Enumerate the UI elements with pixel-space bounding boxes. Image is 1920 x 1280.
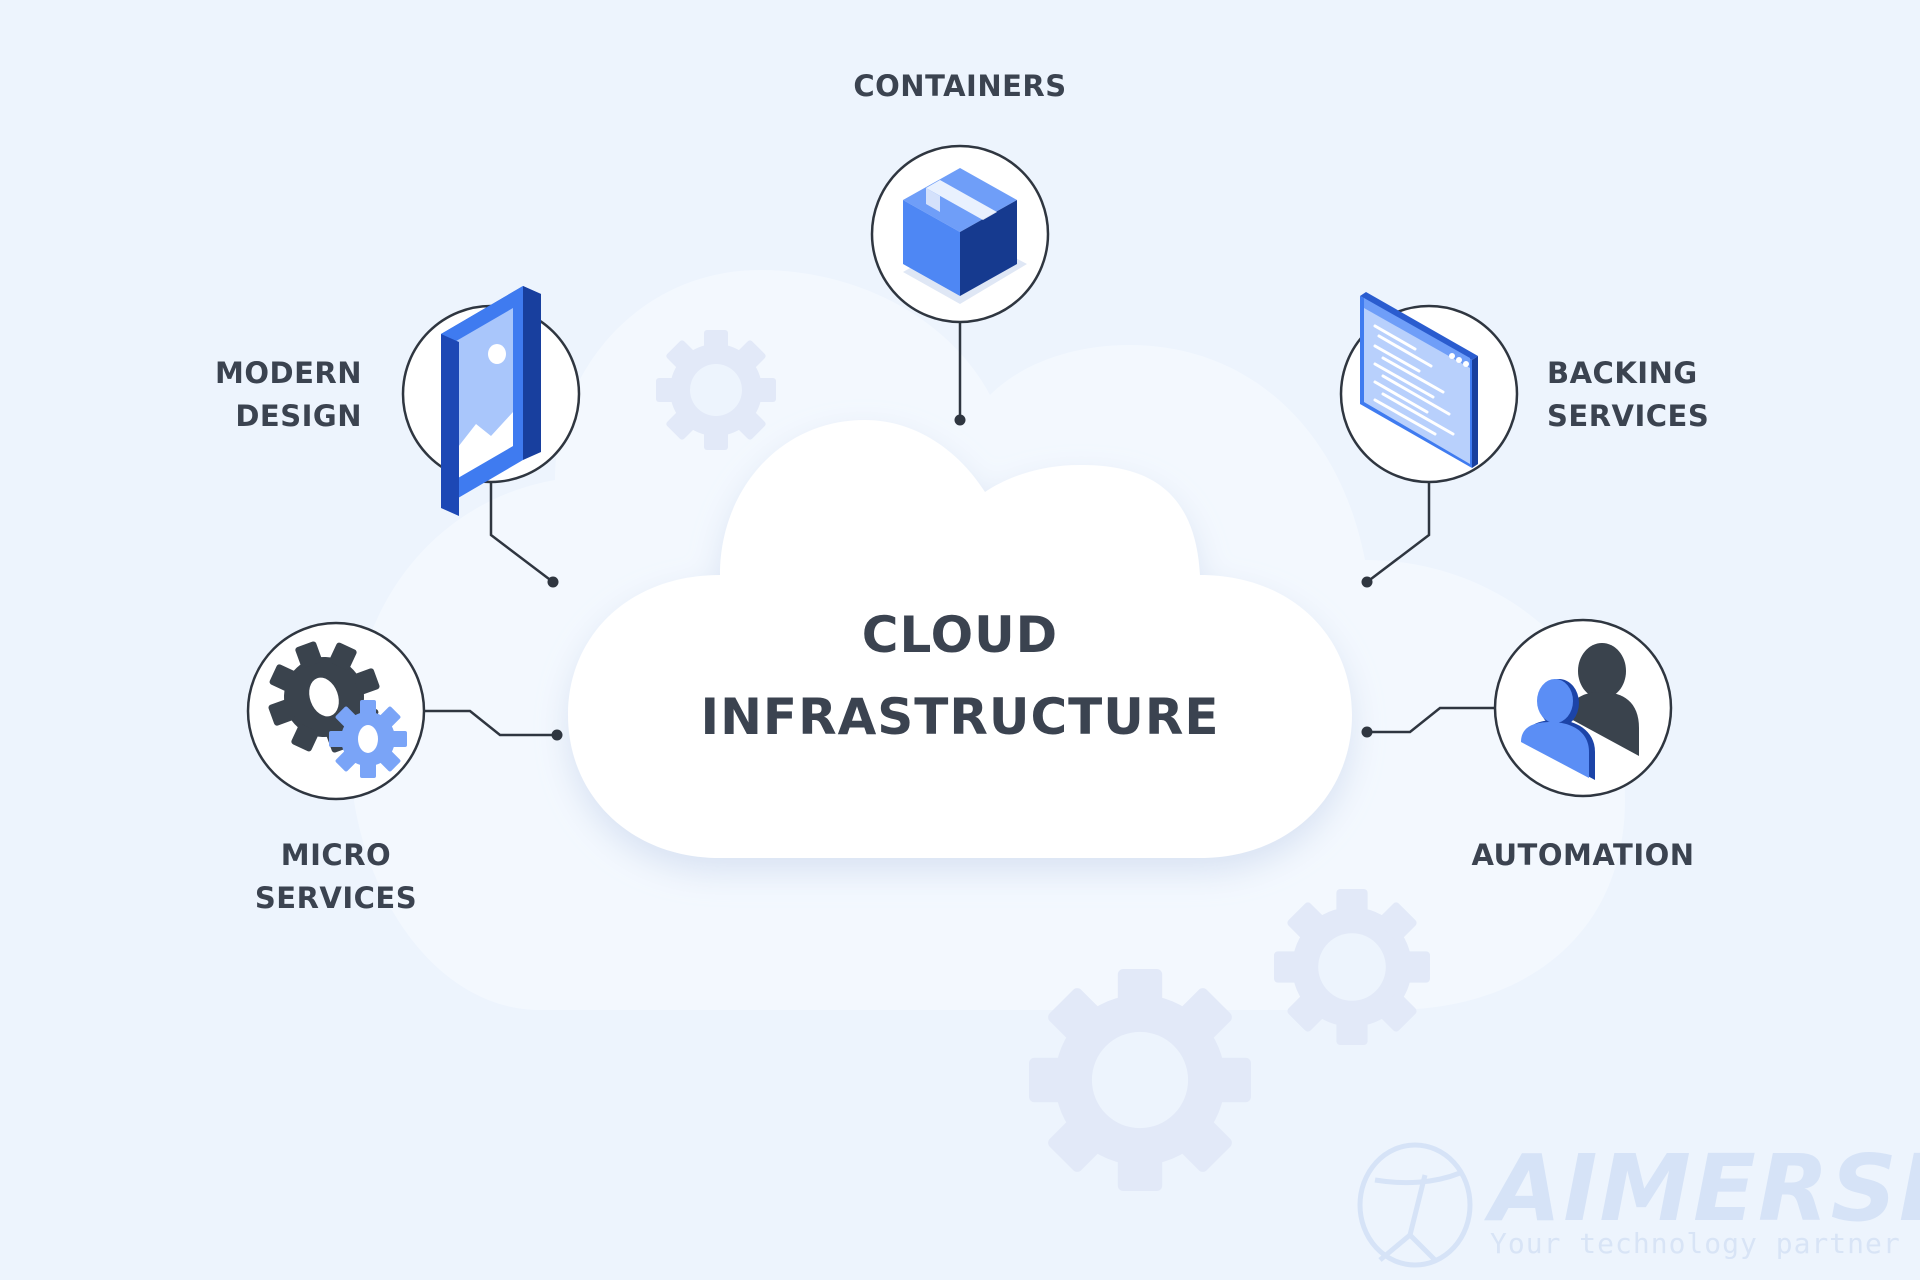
dot-micro-services <box>551 729 563 741</box>
aimerse-logo-icon <box>1357 1142 1473 1268</box>
dot-automation <box>1361 726 1373 738</box>
users-icon <box>1521 643 1639 780</box>
label-backing-services: BACKING SERVICES <box>1547 356 1710 433</box>
watermark: AIMERSE Your technology partner <box>1350 1135 1920 1275</box>
watermark-brand: AIMERSE <box>1490 1135 1920 1242</box>
label-modern-design: MODERN DESIGN <box>215 356 362 433</box>
main-cloud <box>568 420 1352 858</box>
watermark-tagline: Your technology partner <box>1490 1227 1901 1260</box>
connector-dots <box>547 414 1373 741</box>
connector-automation <box>1367 706 1495 734</box>
decorative-gear-medium-icon <box>1274 889 1430 1045</box>
box-icon <box>903 168 1027 304</box>
gears-icon <box>268 641 407 778</box>
connector-modern-design <box>489 483 554 583</box>
label-containers: CONTAINERS <box>853 69 1067 103</box>
dot-backing-services <box>1361 576 1373 588</box>
label-automation: AUTOMATION <box>1471 838 1695 872</box>
connector-backing-services <box>1366 483 1431 583</box>
connector-micro-services <box>424 709 557 737</box>
image-frame-icon <box>441 286 541 516</box>
center-title-line2: INFRASTRUCTURE <box>700 688 1220 746</box>
center-title: CLOUD INFRASTRUCTURE <box>700 596 1219 758</box>
dot-modern-design <box>547 576 559 588</box>
center-title-line1: CLOUD <box>861 606 1059 664</box>
browser-window-icon <box>1360 292 1478 468</box>
dot-containers <box>954 414 966 426</box>
connectors <box>424 323 1495 737</box>
decorative-gear-small-icon <box>656 330 776 450</box>
decorative-gear-large-icon <box>1028 969 1252 1191</box>
label-micro-services: MICRO SERVICES <box>254 838 418 915</box>
